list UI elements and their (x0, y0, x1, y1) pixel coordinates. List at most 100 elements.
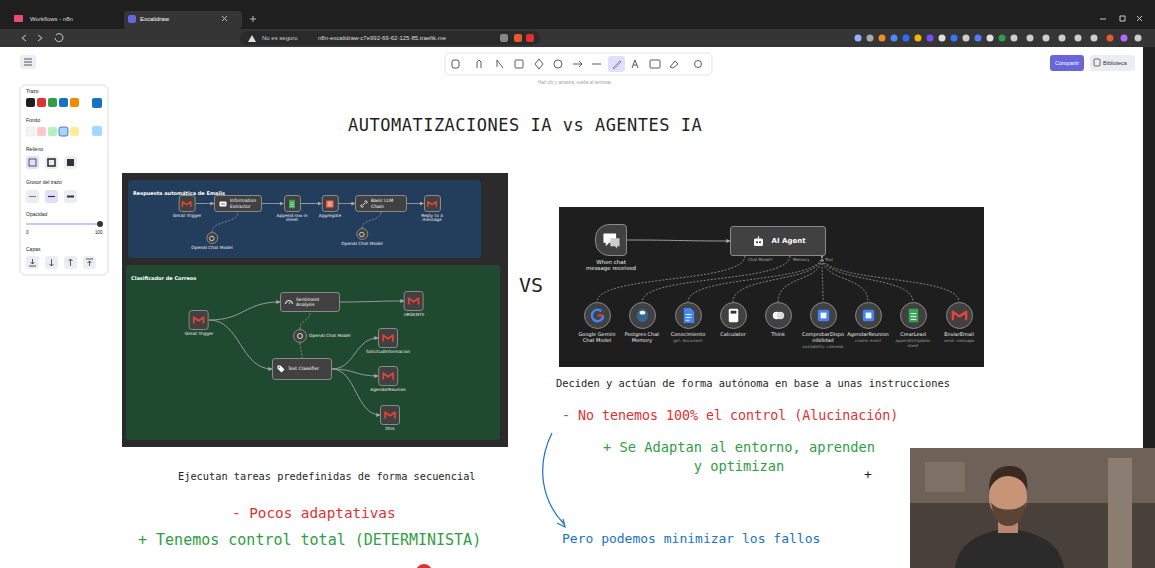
node-caption: OpenAI Chat Model (309, 334, 350, 339)
node-caption: Google Gemini Chat Model (575, 332, 619, 344)
node-caption: send: message (937, 339, 981, 344)
node-icon (404, 291, 424, 311)
agg-icon (324, 198, 336, 210)
node-caption: Postgres Chat Memory (620, 332, 664, 344)
node-caption: Aggregate (319, 214, 341, 219)
nav-buttons (22, 34, 63, 42)
url-field (240, 31, 540, 45)
node-caption: SolicitudInformacion (366, 350, 410, 355)
flow-connection (195, 203, 214, 204)
panel-label: Fondo (26, 117, 40, 123)
node-caption: Think (756, 332, 800, 338)
flow-connection (209, 320, 272, 369)
node-caption: Otro (385, 427, 394, 432)
process-box: Basic LLM Chain (355, 195, 407, 212)
url-icon (500, 34, 508, 42)
tool-node: AgendarReunioncreate: event (846, 302, 890, 344)
node-icon (765, 302, 792, 329)
active-tab (124, 11, 242, 29)
node-icon (855, 302, 882, 329)
node-icon (629, 302, 656, 329)
node-icon (322, 195, 339, 212)
diagram-title: AUTOMATIZACIONES IA vs AGENTES IA (348, 115, 702, 135)
agent-screenshot (559, 207, 984, 367)
stroke-swatches (26, 98, 102, 108)
tag-icon (276, 364, 286, 374)
node-caption: Append row in sheet (272, 214, 312, 224)
node-icon (293, 329, 307, 343)
versus-mark: VS (519, 273, 543, 297)
hand-arrow (543, 433, 564, 524)
model-node: OpenAI Chat Model (191, 232, 232, 250)
model-node: OpenAI Chat Model (293, 329, 350, 343)
node-caption: AgendarReunion (370, 388, 406, 393)
gmail-icon (407, 294, 421, 308)
gmail-icon (381, 369, 395, 383)
workflow-node: Append row in sheet (272, 195, 312, 223)
sheet-icon (286, 198, 298, 210)
node-icon (206, 232, 218, 244)
node-caption: Gmail Trigger (185, 332, 214, 337)
hand-arrowhead (557, 519, 565, 527)
node-label: Text Classifier (288, 366, 319, 371)
port-label: Tool (824, 258, 834, 263)
node-caption: create: event (846, 339, 890, 344)
link-icon (359, 199, 369, 209)
node-caption: EnviarEmail (937, 332, 981, 338)
webcam-overlay (910, 448, 1155, 568)
security-note: No es seguro (262, 35, 298, 42)
cursor-dot (416, 564, 432, 568)
tool-selected (608, 56, 625, 72)
menu-icon (24, 59, 32, 65)
extension-icons (855, 35, 1142, 42)
node-icon (356, 228, 368, 240)
node-caption: CrearLead (891, 332, 935, 338)
workflow-node: Aggregate (319, 195, 341, 218)
gauge-icon (284, 297, 294, 307)
flow-connection (407, 203, 424, 204)
note-text: Pero podemos minimizar los fallos (562, 531, 820, 547)
model-node: OpenAI Chat Model (341, 228, 382, 246)
node-icon (284, 195, 301, 212)
layer-buttons (26, 256, 96, 269)
sub-connection (597, 256, 745, 302)
workflow-node: SolicitudInformacion (366, 328, 410, 354)
think-icon (769, 306, 788, 325)
fill-buttons (26, 156, 77, 169)
sub-connection (822, 256, 823, 302)
sub-connection (642, 256, 790, 302)
node-caption: ComprobarDisponibilidad (801, 332, 845, 344)
button-label: Biblioteca (1103, 60, 1127, 67)
stroke-width-buttons (26, 190, 77, 203)
properties-panel (20, 85, 108, 275)
node-caption: OpenAI Chat Model (341, 242, 382, 247)
robot-icon (751, 234, 766, 249)
button-label: Compartir (1055, 60, 1079, 67)
node-caption: availability: calendar (801, 345, 845, 350)
panel-label: Trazo (26, 88, 39, 94)
address-bar (0, 29, 1155, 47)
pg-icon (633, 306, 652, 325)
flow-connection (332, 369, 378, 376)
node-caption: URGENTE (404, 313, 425, 318)
con-point: - No tenemos 100% el control (Alucinació… (562, 408, 898, 424)
node-caption: AgendarReunion (846, 332, 890, 338)
tool-icons (452, 59, 702, 69)
sub-connection (822, 256, 959, 302)
opacity-slider (26, 223, 100, 225)
process-box: Text Classifier (272, 358, 332, 380)
gmail-icon (383, 408, 397, 422)
node-icon (595, 224, 627, 256)
port-label: Memory (792, 258, 810, 263)
process-box: Sentiment Analysis (280, 292, 340, 312)
node-icon (946, 302, 973, 329)
node-icon (380, 405, 400, 425)
tool-node: Google Gemini Chat Model (575, 302, 619, 344)
panel-label: Grosor del trazo (26, 179, 62, 185)
flow-connection (262, 203, 284, 204)
tool-node: CrearLeadappendOrUpdate: sheet (891, 302, 935, 348)
process-box: Information Extractor (214, 195, 262, 212)
node-icon (189, 310, 209, 330)
node-icon (584, 302, 611, 329)
